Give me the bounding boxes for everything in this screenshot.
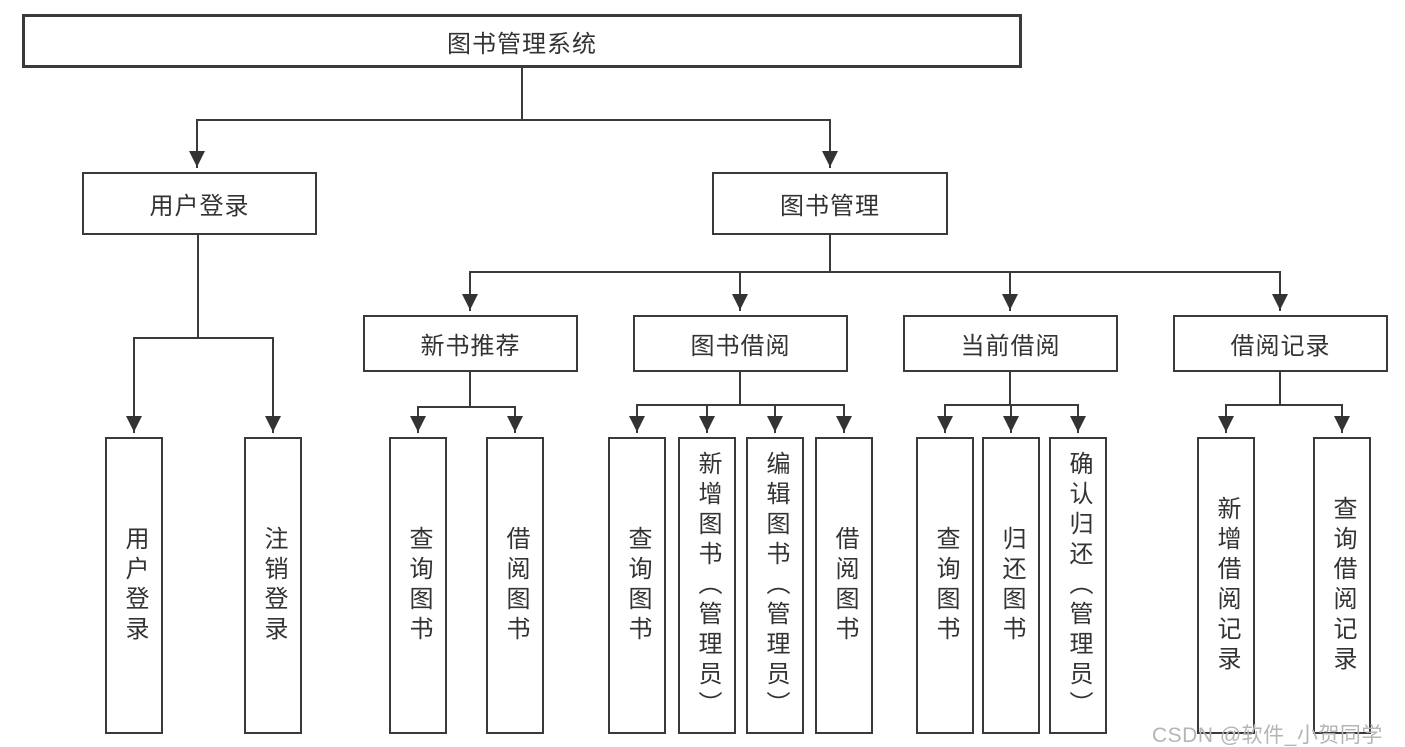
- connector-borrowing-trunk: [636, 371, 845, 406]
- connector-book-management-trunk: [469, 234, 1281, 273]
- leaf-label: 归还图书: [998, 525, 1025, 646]
- leaf-logout: 注销登录: [244, 437, 302, 734]
- node-book-management-system: 图书管理系统: [22, 14, 1022, 68]
- node-book-management: 图书管理: [712, 172, 948, 235]
- connector-root-trunk: [196, 67, 831, 121]
- connector-new-book-trunk: [417, 371, 516, 408]
- connector-user-login-trunk: [133, 234, 274, 339]
- leaf-label: 新增图书（管理员）: [694, 450, 721, 721]
- leaf-label: 查询借阅记录: [1329, 495, 1356, 676]
- leaf-label: 借阅图书: [831, 525, 858, 646]
- leaf-label: 借阅图书: [502, 525, 529, 646]
- leaf-label: 编辑图书（管理员）: [762, 450, 789, 721]
- connector-records-trunk: [1225, 371, 1343, 406]
- node-book-borrowing: 图书借阅: [633, 315, 848, 372]
- leaf-label: 查询图书: [932, 525, 959, 646]
- leaf-bb-edit-books-admin: 编辑图书（管理员）: [746, 437, 804, 734]
- leaf-bb-add-books-admin: 新增图书（管理员）: [678, 437, 736, 734]
- node-label: 图书管理: [780, 193, 880, 220]
- node-label: 新书推荐: [420, 333, 521, 360]
- csdn-watermark: CSDN @软件_小贺同学: [1152, 724, 1383, 747]
- leaf-nb-query-books: 查询图书: [389, 437, 447, 734]
- node-label: 图书管理系统: [447, 30, 597, 58]
- leaf-cb-query-books: 查询图书: [916, 437, 974, 734]
- leaf-rec-add-record: 新增借阅记录: [1197, 437, 1255, 734]
- leaf-user-login: 用户登录: [105, 437, 163, 734]
- leaf-label: 注销登录: [260, 525, 287, 646]
- leaf-nb-borrow-books: 借阅图书: [486, 437, 544, 734]
- connector-current-trunk: [944, 371, 1079, 406]
- node-label: 当前借阅: [960, 333, 1061, 360]
- node-borrow-records: 借阅记录: [1173, 315, 1388, 372]
- leaf-label: 用户登录: [121, 525, 148, 646]
- leaf-bb-query-books: 查询图书: [608, 437, 666, 734]
- leaf-cb-return-books: 归还图书: [982, 437, 1040, 734]
- node-label: 图书借阅: [690, 333, 791, 360]
- leaf-label: 查询图书: [405, 525, 432, 646]
- leaf-rec-query-record: 查询借阅记录: [1313, 437, 1371, 734]
- leaf-label: 查询图书: [624, 525, 651, 646]
- leaf-bb-borrow-books: 借阅图书: [815, 437, 873, 734]
- node-user-login: 用户登录: [82, 172, 317, 235]
- node-label: 用户登录: [149, 193, 250, 220]
- leaf-label: 新增借阅记录: [1213, 495, 1240, 676]
- node-label: 借阅记录: [1230, 333, 1331, 360]
- leaf-cb-confirm-return-admin: 确认归还（管理员）: [1049, 437, 1107, 734]
- node-current-borrowing: 当前借阅: [903, 315, 1118, 372]
- leaf-label: 确认归还（管理员）: [1065, 450, 1092, 721]
- node-new-book-recommend: 新书推荐: [363, 315, 578, 372]
